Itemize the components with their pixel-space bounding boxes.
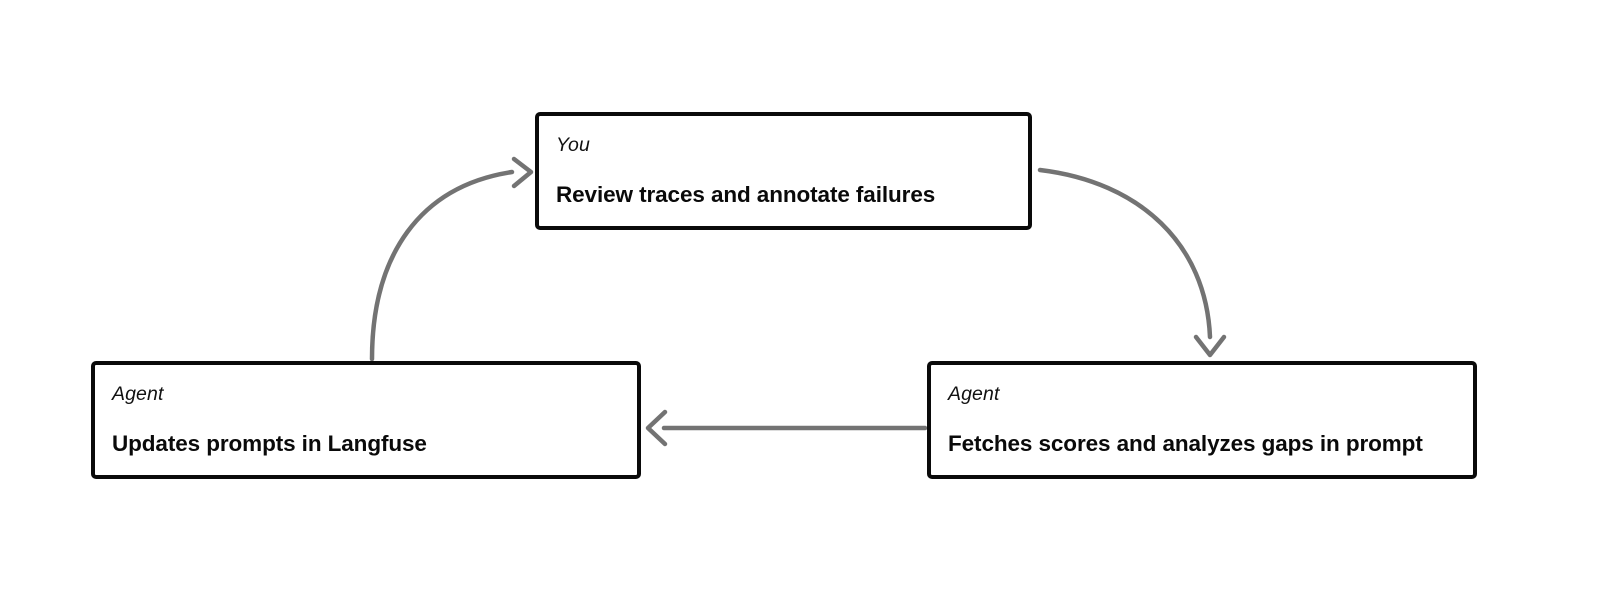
arrowhead-right-icon [511, 156, 534, 189]
connector-updates-to-you-line [369, 169, 515, 362]
node-title-label: Fetches scores and analyzes gaps in prom… [948, 431, 1423, 456]
node-role-label: Agent [112, 383, 164, 405]
node-role-label: You [556, 134, 590, 156]
node-agent-updates[interactable]: Agent Updates prompts in Langfuse [91, 361, 641, 479]
node-title-label: Review traces and annotate failures [556, 182, 936, 207]
node-role-label: Agent [948, 383, 1000, 405]
arrowhead-down-icon [1193, 334, 1227, 358]
node-you-review[interactable]: You Review traces and annotate failures [535, 112, 1032, 230]
connector-fetches-to-updates [645, 409, 928, 447]
connector-updates-to-you [369, 156, 534, 362]
arrowhead-left-icon [645, 409, 668, 447]
node-agent-fetches[interactable]: Agent Fetches scores and analyzes gaps i… [927, 361, 1477, 479]
connector-you-to-fetches [1037, 167, 1227, 358]
connector-you-to-fetches-line [1037, 167, 1213, 340]
node-title-label: Updates prompts in Langfuse [112, 431, 427, 456]
